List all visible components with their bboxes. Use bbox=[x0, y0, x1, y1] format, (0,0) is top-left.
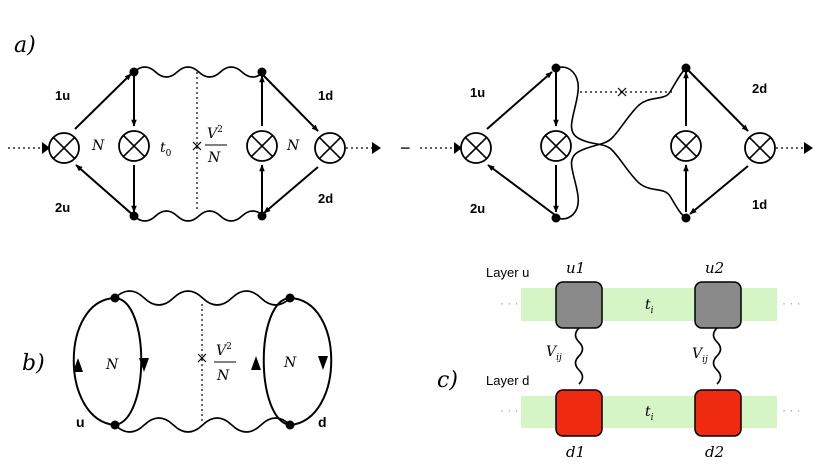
vertex-label-1d: 1d bbox=[752, 197, 767, 212]
interaction-numerator: V2 bbox=[216, 342, 232, 359]
edge-left-lower bbox=[487, 164, 556, 216]
coupling-label-2: Vij bbox=[692, 346, 708, 365]
arrow-up-icon bbox=[73, 358, 83, 372]
site-u1 bbox=[555, 281, 603, 329]
panel-c: c) Layer u Layer d · · · · · · · · · · ·… bbox=[437, 259, 801, 461]
site-u2 bbox=[694, 281, 742, 329]
vertex-inner-left-icon bbox=[118, 130, 150, 162]
layer-label-d: d bbox=[318, 414, 327, 430]
panel-b: b) N N V2 N u d bbox=[22, 290, 333, 433]
arrow-in-icon bbox=[454, 142, 462, 154]
edge-right-lower bbox=[263, 166, 319, 214]
dot-icon bbox=[551, 63, 561, 73]
site-label-u1: u1 bbox=[566, 259, 585, 277]
vertex-label-2u: 2u bbox=[470, 201, 485, 216]
panel-a-label: a) bbox=[14, 33, 36, 58]
loop-left-outer bbox=[72, 297, 116, 426]
coupling-line-2 bbox=[712, 327, 722, 385]
dot-icon bbox=[681, 213, 691, 223]
arrow-up-icon bbox=[251, 356, 261, 370]
arrow-out-icon bbox=[804, 142, 813, 154]
panel-b-label: b) bbox=[22, 351, 45, 376]
cross-mark-icon bbox=[192, 141, 202, 151]
vertex-inner-right-icon bbox=[246, 130, 278, 162]
ellipsis-right-d: · · · bbox=[782, 403, 801, 417]
edge-left-upper bbox=[486, 71, 553, 130]
dot-icon bbox=[129, 67, 139, 77]
interaction-denominator: N bbox=[216, 368, 230, 384]
loop-factor-left: N bbox=[91, 138, 105, 154]
ellipsis-left-u: · · · bbox=[500, 296, 519, 310]
dot-icon bbox=[285, 420, 295, 430]
site-label-d2: d2 bbox=[705, 443, 724, 461]
layer-label-u: u bbox=[76, 414, 85, 430]
minus-sign: − bbox=[400, 138, 411, 158]
dot-icon bbox=[681, 63, 691, 73]
interaction-wave-bottom bbox=[133, 210, 265, 222]
edge-left-lower bbox=[75, 164, 134, 216]
interaction-wave-top bbox=[114, 290, 291, 306]
dot-icon bbox=[129, 211, 139, 221]
vertex-inner-right-icon bbox=[670, 130, 702, 162]
vertex-label-2u: 2u bbox=[55, 200, 70, 215]
layer-d-label: Layer d bbox=[486, 373, 529, 388]
layer-u-label: Layer u bbox=[486, 265, 529, 280]
arrow-out-icon bbox=[372, 142, 381, 154]
ellipsis-right-u: · · · bbox=[782, 296, 801, 310]
coupling-label-1: Vij bbox=[546, 344, 562, 363]
edge-right-upper bbox=[687, 69, 749, 132]
loop-factor-right: N bbox=[283, 355, 297, 371]
loop-left-inner bbox=[114, 297, 143, 426]
panel-c-label: c) bbox=[437, 368, 458, 393]
site-d2 bbox=[694, 389, 742, 437]
vertex-right-icon bbox=[314, 132, 346, 164]
interaction-wave-top bbox=[133, 66, 265, 78]
hopping-label-d: ti bbox=[645, 404, 654, 423]
loop-factor-left: N bbox=[105, 357, 119, 373]
dot-icon bbox=[551, 213, 561, 223]
cross-mark-icon bbox=[617, 87, 627, 97]
site-label-u2: u2 bbox=[705, 259, 724, 277]
vertex-label-1d: 1d bbox=[318, 88, 333, 103]
vertex-label-1u: 1u bbox=[55, 88, 70, 103]
site-d1 bbox=[555, 389, 603, 437]
dot-icon bbox=[110, 293, 120, 303]
arrow-down-icon bbox=[139, 358, 149, 372]
diagram-a-right: 1u 2u 2d 1d bbox=[420, 63, 813, 223]
interaction-wave-cross-a bbox=[555, 66, 687, 219]
site-label-d1: d1 bbox=[566, 443, 585, 461]
coupling-line-1 bbox=[574, 327, 584, 385]
interaction-numerator: V2 bbox=[207, 125, 223, 142]
hopping-label: t0 bbox=[160, 140, 172, 159]
edge-right-upper bbox=[261, 73, 319, 132]
vertex-label-2d: 2d bbox=[318, 191, 333, 206]
vertex-inner-left-icon bbox=[540, 130, 572, 162]
loop-right-outer bbox=[289, 297, 333, 426]
dot-icon bbox=[257, 211, 267, 221]
edge-right-lower bbox=[689, 165, 749, 215]
hopping-label-u: ti bbox=[645, 297, 654, 316]
diagram-a-left: 1u 2u 1d 2d N N t0 V2 N bbox=[8, 66, 381, 222]
ellipsis-left-d: · · · bbox=[500, 403, 519, 417]
dot-icon bbox=[257, 67, 267, 77]
panel-a: a) bbox=[8, 33, 813, 223]
arrow-down-icon bbox=[318, 356, 328, 370]
vertex-left-icon bbox=[48, 132, 80, 164]
vertex-label-2d: 2d bbox=[752, 81, 767, 96]
dot-icon bbox=[110, 420, 120, 430]
edge-left-upper bbox=[74, 73, 132, 130]
vertex-label-1u: 1u bbox=[470, 85, 485, 100]
vertex-right-icon bbox=[744, 132, 776, 164]
dot-icon bbox=[285, 293, 295, 303]
arrow-in-icon bbox=[42, 142, 50, 154]
loop-factor-right: N bbox=[286, 138, 300, 154]
interaction-wave-bottom bbox=[114, 417, 291, 433]
vertex-left-icon bbox=[460, 132, 492, 164]
cross-mark-icon bbox=[197, 353, 207, 363]
interaction-denominator: N bbox=[207, 150, 221, 166]
